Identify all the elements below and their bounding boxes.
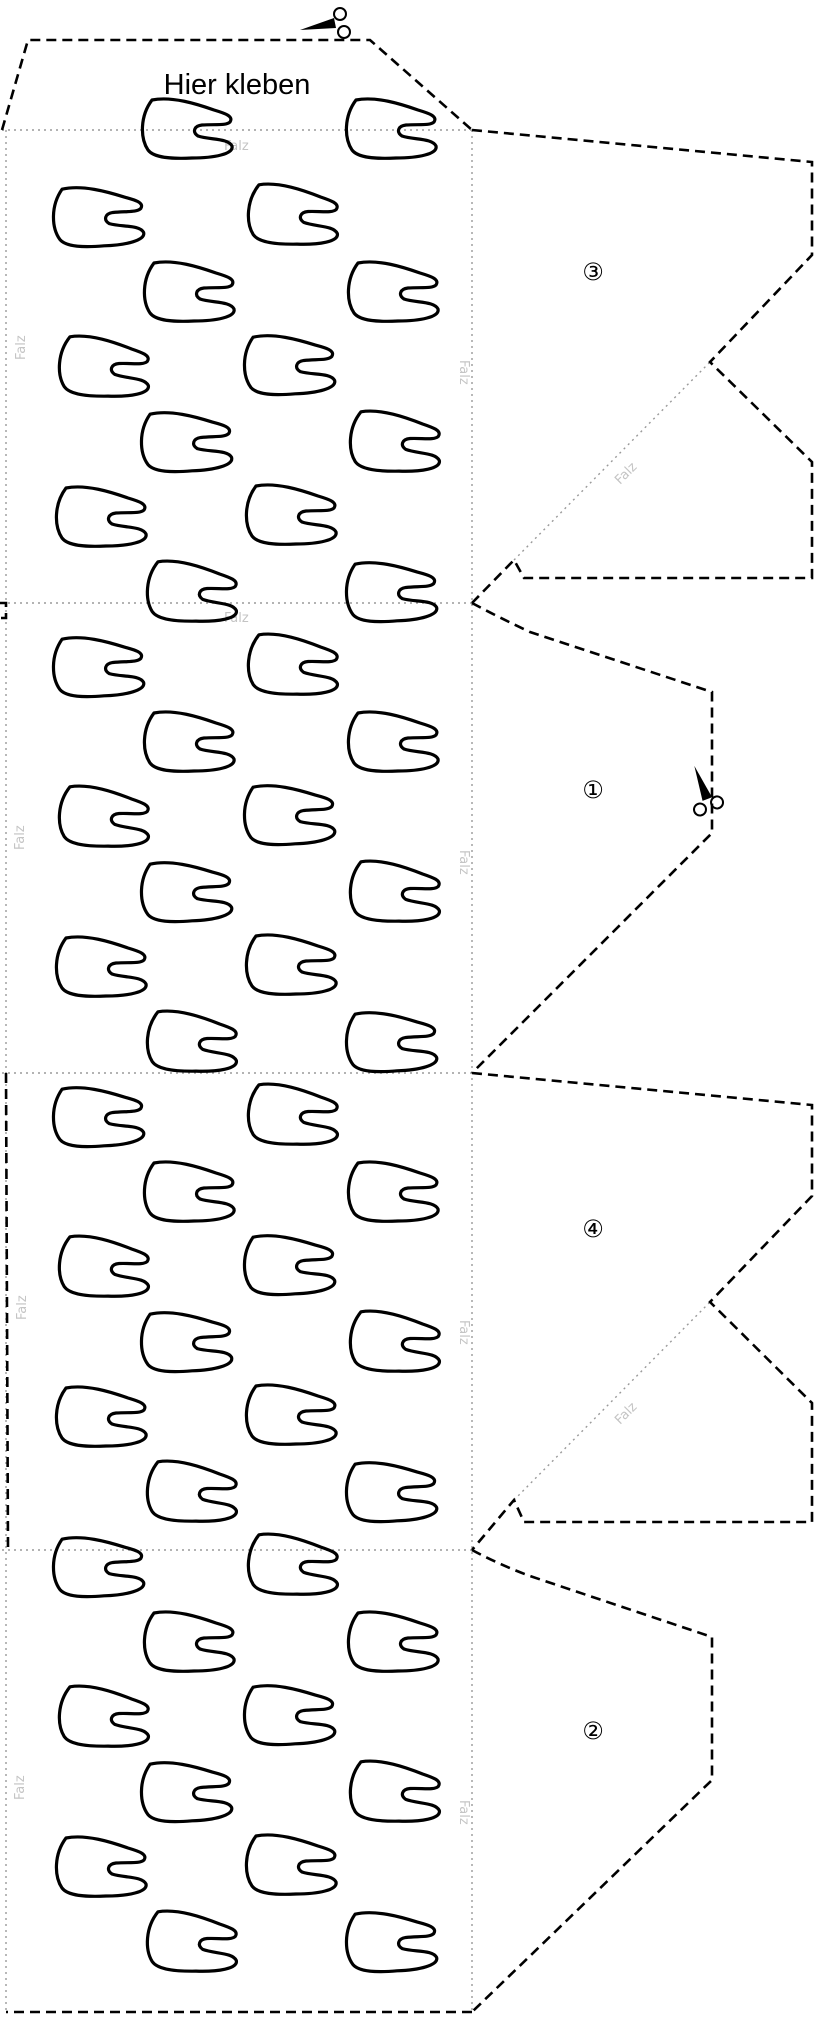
- fold-label: Falz: [456, 360, 471, 385]
- tooth-icon: [343, 1458, 439, 1525]
- tooth-icon: [245, 181, 341, 248]
- tooth-icon: [140, 97, 234, 160]
- tooth-icon: [344, 97, 438, 160]
- tooth-icon: [138, 408, 234, 475]
- tooth-icon: [50, 1533, 146, 1600]
- cut-lines: [0, 38, 814, 2014]
- tooth-icon: [241, 331, 337, 398]
- tooth-icon: [346, 260, 440, 323]
- fold-label: Falz: [224, 611, 249, 626]
- tooth-pattern: [50, 97, 443, 1975]
- scissors-icon: [693, 765, 725, 817]
- fold-label: Falz: [612, 1400, 640, 1428]
- tooth-icon: [144, 1008, 240, 1075]
- tooth-icon: [346, 1160, 440, 1223]
- panel-number: ③: [582, 258, 604, 286]
- tooth-icon: [244, 1833, 338, 1896]
- tooth-icon: [245, 1531, 341, 1598]
- tooth-icon: [138, 858, 234, 925]
- tooth-icon: [56, 783, 152, 850]
- tooth-icon: [245, 1081, 341, 1148]
- fold-lines: [2, 129, 711, 2012]
- tooth-icon: [241, 1681, 337, 1748]
- tooth-icon: [50, 1083, 146, 1150]
- tooth-icon: [50, 183, 146, 250]
- tooth-icon: [56, 1233, 152, 1300]
- tooth-icon: [347, 1308, 443, 1375]
- tooth-icon: [244, 933, 338, 996]
- glue-label: Hier kleben: [164, 69, 311, 101]
- tooth-icon: [56, 333, 152, 400]
- tooth-icon: [54, 485, 148, 548]
- panel-number: ②: [582, 1717, 604, 1745]
- tooth-icon: [142, 710, 236, 773]
- panel-number: ①: [582, 776, 604, 804]
- tooth-icon: [144, 1908, 240, 1975]
- tooth-icon: [343, 1908, 439, 1975]
- tooth-icon: [142, 1610, 236, 1673]
- tooth-icon: [50, 633, 146, 700]
- fold-label: Falz: [612, 460, 640, 488]
- fold-label: Falz: [456, 1800, 471, 1825]
- scissors-icon: [300, 7, 351, 39]
- tooth-icon: [144, 1458, 240, 1525]
- tooth-icon: [347, 408, 443, 475]
- panel-number: ④: [582, 1215, 604, 1243]
- fold-label: Falz: [456, 1320, 471, 1345]
- tooth-icon: [245, 631, 341, 698]
- fold-label: Falz: [13, 1775, 28, 1800]
- tooth-icon: [54, 1835, 148, 1898]
- tooth-icon: [346, 710, 440, 773]
- tooth-icon: [244, 1383, 338, 1446]
- fold-label: Falz: [14, 335, 29, 360]
- tooth-icon: [142, 1160, 236, 1223]
- tooth-icon: [343, 1008, 439, 1075]
- fold-label: Falz: [456, 850, 471, 875]
- tooth-icon: [142, 260, 236, 323]
- tooth-icon: [241, 1231, 337, 1298]
- tooth-icon: [54, 935, 148, 998]
- tooth-icon: [343, 558, 439, 625]
- tooth-icon: [244, 483, 338, 546]
- tooth-icon: [347, 1758, 443, 1825]
- tooth-icon: [346, 1610, 440, 1673]
- tooth-icon: [138, 1758, 234, 1825]
- tooth-icon: [347, 858, 443, 925]
- fold-label: Falz: [15, 1295, 30, 1320]
- tooth-icon: [54, 1385, 148, 1448]
- tooth-icon: [241, 781, 337, 848]
- tooth-icon: [138, 1308, 234, 1375]
- tooth-icon: [56, 1683, 152, 1750]
- fold-label: Falz: [13, 825, 28, 850]
